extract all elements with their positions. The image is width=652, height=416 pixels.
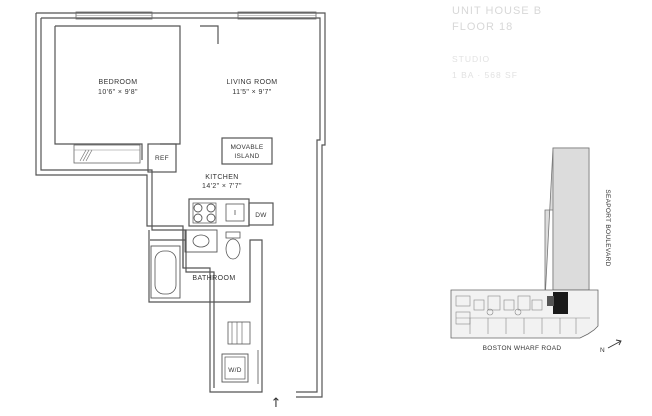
living-room-dims: 11'5" × 9'7" <box>232 89 271 96</box>
island-box <box>221 137 273 165</box>
street-seaport-blvd: SEAPORT BOULEVARD <box>604 189 611 266</box>
unit-highlight <box>553 292 568 314</box>
inner-wall <box>40 17 321 393</box>
entry-arrow-icon: ↑ <box>271 396 282 411</box>
dw-label: DW <box>255 212 267 219</box>
bedroom-dims: 10'6" × 9'8" <box>98 89 138 96</box>
dw-box <box>248 202 274 226</box>
ghost-header: UNIT HOUSE B FLOOR 18 STUDIO 1 BA · 568 … <box>452 5 542 80</box>
bathtub <box>150 245 181 299</box>
ghost-line-1: UNIT HOUSE B <box>452 5 542 17</box>
ghost-line-2: FLOOR 18 <box>452 21 513 33</box>
ref-box <box>147 143 177 173</box>
wd-label: W/D <box>228 367 242 374</box>
toilet-bowl <box>225 238 241 260</box>
kitchen-name: KITCHEN <box>205 174 239 181</box>
street-boston-wharf: BOSTON WHARF ROAD <box>483 345 562 352</box>
bathroom-walls <box>148 230 263 384</box>
bedroom-name: BEDROOM <box>99 79 138 86</box>
ghost-line-4: 1 BA · 568 SF <box>452 70 518 80</box>
living-room-name: LIVING ROOM <box>226 79 277 86</box>
north-arrow-icon <box>607 340 622 349</box>
island-label-1: MOVABLE <box>230 144 263 151</box>
island-label-2: ISLAND <box>234 153 259 160</box>
bedroom-partition <box>54 25 219 160</box>
wd-box <box>221 353 249 383</box>
floorplan-labels: BEDROOM 10'6" × 9'8" LIVING ROOM 11'5" ×… <box>98 79 281 411</box>
floorplan <box>35 11 326 398</box>
north-label: N <box>600 347 605 354</box>
bedroom-closet <box>73 144 141 164</box>
keyplan: BOSTON WHARF ROAD SEAPORT BOULEVARD N <box>450 147 622 354</box>
vanity <box>184 229 218 253</box>
ref-label: REF <box>155 155 169 162</box>
toilet-tank <box>225 231 241 239</box>
kitchen-dims: 14'2" × 7'7" <box>202 183 242 190</box>
linen-closet <box>227 321 251 345</box>
bathroom-name: BATHROOM <box>192 275 235 282</box>
kitchen-sink <box>225 203 245 222</box>
ghost-line-3: STUDIO <box>452 54 490 64</box>
